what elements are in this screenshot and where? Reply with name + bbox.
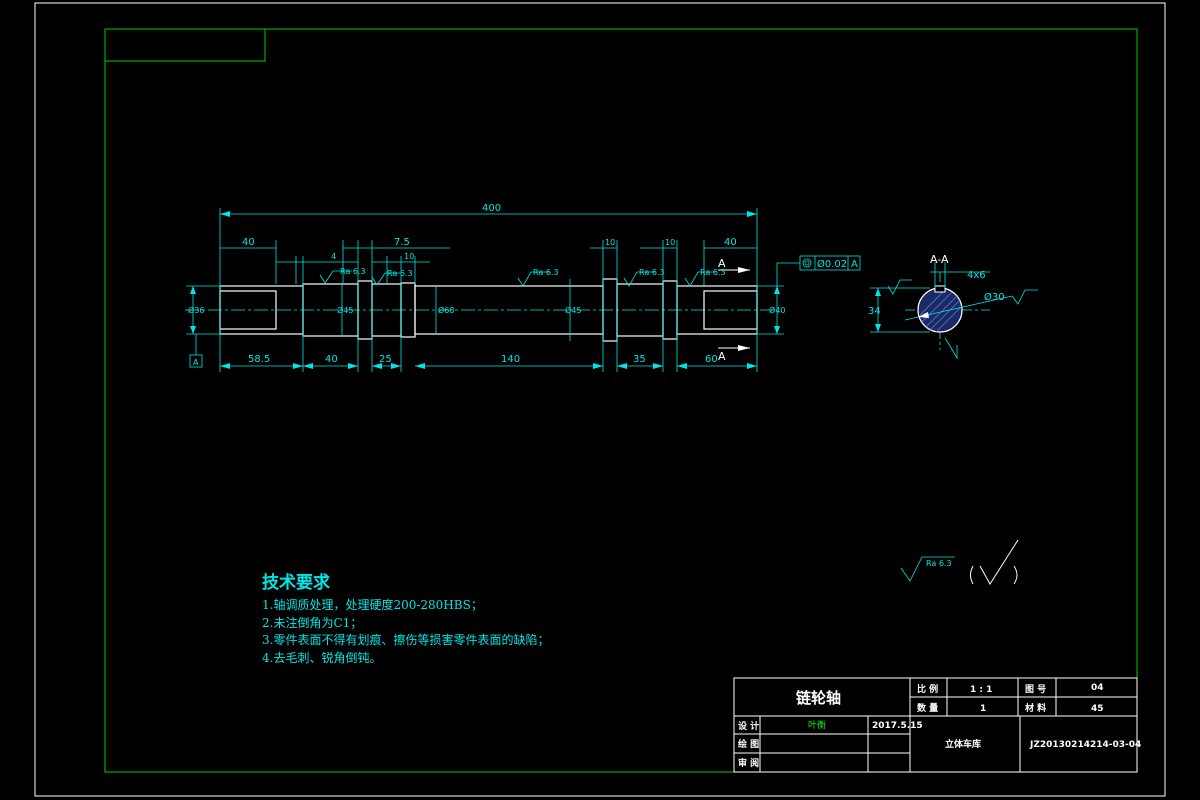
dim-top-right-40: 40: [724, 237, 737, 248]
tech-requirements: 技术要求 1.轴调质处理，处理硬度200-280HBS； 2.未注倒角为C1； …: [262, 572, 549, 665]
drawing-no-label: 图 号: [1025, 684, 1046, 695]
tech-req-item-3: 3.零件表面不得有划痕、擦伤等损害零件表面的缺陷；: [262, 632, 549, 647]
section-title: A-A: [930, 253, 949, 266]
roughness-label-4: Ra 6.3: [639, 268, 665, 277]
dim-overall: 400: [482, 203, 501, 214]
dim-bot-25: 25: [379, 354, 392, 365]
drawing-code: JZ20130214214-03-04: [1029, 740, 1141, 750]
design-date: 2017.5.15: [872, 721, 923, 731]
section-depth: 34: [868, 306, 881, 317]
title-block: 链轮轴 比 例 1 : 1 图 号 04 数 量 1 材 料 45 设 计 叶衡…: [733, 677, 1141, 773]
material-label: 材 料: [1024, 702, 1046, 714]
scale-value: 1 : 1: [970, 685, 992, 695]
dim-dia-right: Ø40: [769, 305, 785, 315]
dim-bot-60: 60: [705, 354, 718, 365]
tech-req-title: 技术要求: [262, 572, 330, 593]
company: 立体车库: [945, 738, 981, 750]
dim-top-10-c: 10: [665, 238, 675, 247]
section-dia: Ø30: [984, 291, 1005, 303]
top-left-tag-box: [104, 28, 266, 62]
datum-box-label: A: [193, 358, 199, 367]
main-view-dimensions: 400 40 4 7.5 10 10 10 40 Ø36 Ø45 Ø68 Ø45…: [188, 203, 858, 367]
dim-top-left-40: 40: [242, 237, 255, 248]
dim-dia-45-left: Ø45: [337, 305, 353, 315]
section-mark-bottom: A: [718, 350, 726, 363]
dim-bot-140: 140: [501, 354, 520, 365]
tech-req-item-1: 1.轴调质处理，处理硬度200-280HBS；: [262, 597, 483, 612]
dim-top-7-5: 7.5: [394, 237, 410, 248]
dim-dia-mid: Ø68: [438, 305, 454, 315]
dim-top-10-a: 10: [404, 252, 414, 261]
roughness-label-1: Ra 6.3: [340, 267, 366, 276]
part-name: 链轮轴: [796, 689, 841, 707]
roughness-label-2: Ra 6.3: [387, 269, 413, 278]
quantity-label: 数 量: [917, 702, 938, 714]
drawn-label: 绘 图: [738, 738, 759, 750]
inner-frame: [104, 28, 1138, 773]
tolerance-value: Ø0.02: [817, 258, 847, 270]
scale-label: 比 例: [917, 683, 938, 695]
outer-frame: [34, 2, 1166, 797]
dim-bot-40: 40: [325, 354, 338, 365]
drawing-no-value: 04: [1091, 683, 1104, 693]
dim-dia-45-right: Ø45: [565, 305, 581, 315]
section-view: A-A 4x6 Ø30 34: [868, 253, 1038, 360]
shaft-main-view: [185, 208, 861, 372]
roughness-note-value: Ra 6.3: [926, 559, 952, 568]
material-value: 45: [1091, 704, 1104, 714]
dim-bot-58-5: 58.5: [248, 354, 270, 365]
tolerance-datum: A: [851, 259, 858, 270]
dim-top-4: 4: [331, 252, 336, 261]
dim-top-10-b: 10: [605, 238, 615, 247]
section-key: 4x6: [967, 270, 986, 281]
dim-bot-35: 35: [633, 354, 646, 365]
design-label: 设 计: [738, 720, 759, 732]
roughness-label-3: Ra 6.3: [533, 268, 559, 277]
quantity-value: 1: [980, 704, 986, 714]
tech-req-item-2: 2.未注倒角为C1；: [262, 615, 362, 630]
tech-req-item-4: 4.去毛刺、锐角倒钝。: [262, 651, 381, 665]
section-mark-top: A: [718, 257, 726, 270]
dim-dia-left: Ø36: [188, 305, 204, 315]
roughness-note: Ra 6.3: [900, 539, 1019, 585]
check-label: 审 阅: [738, 757, 759, 769]
designer: 叶衡: [808, 719, 826, 731]
roughness-label-5: Ra 6.3: [700, 268, 726, 277]
